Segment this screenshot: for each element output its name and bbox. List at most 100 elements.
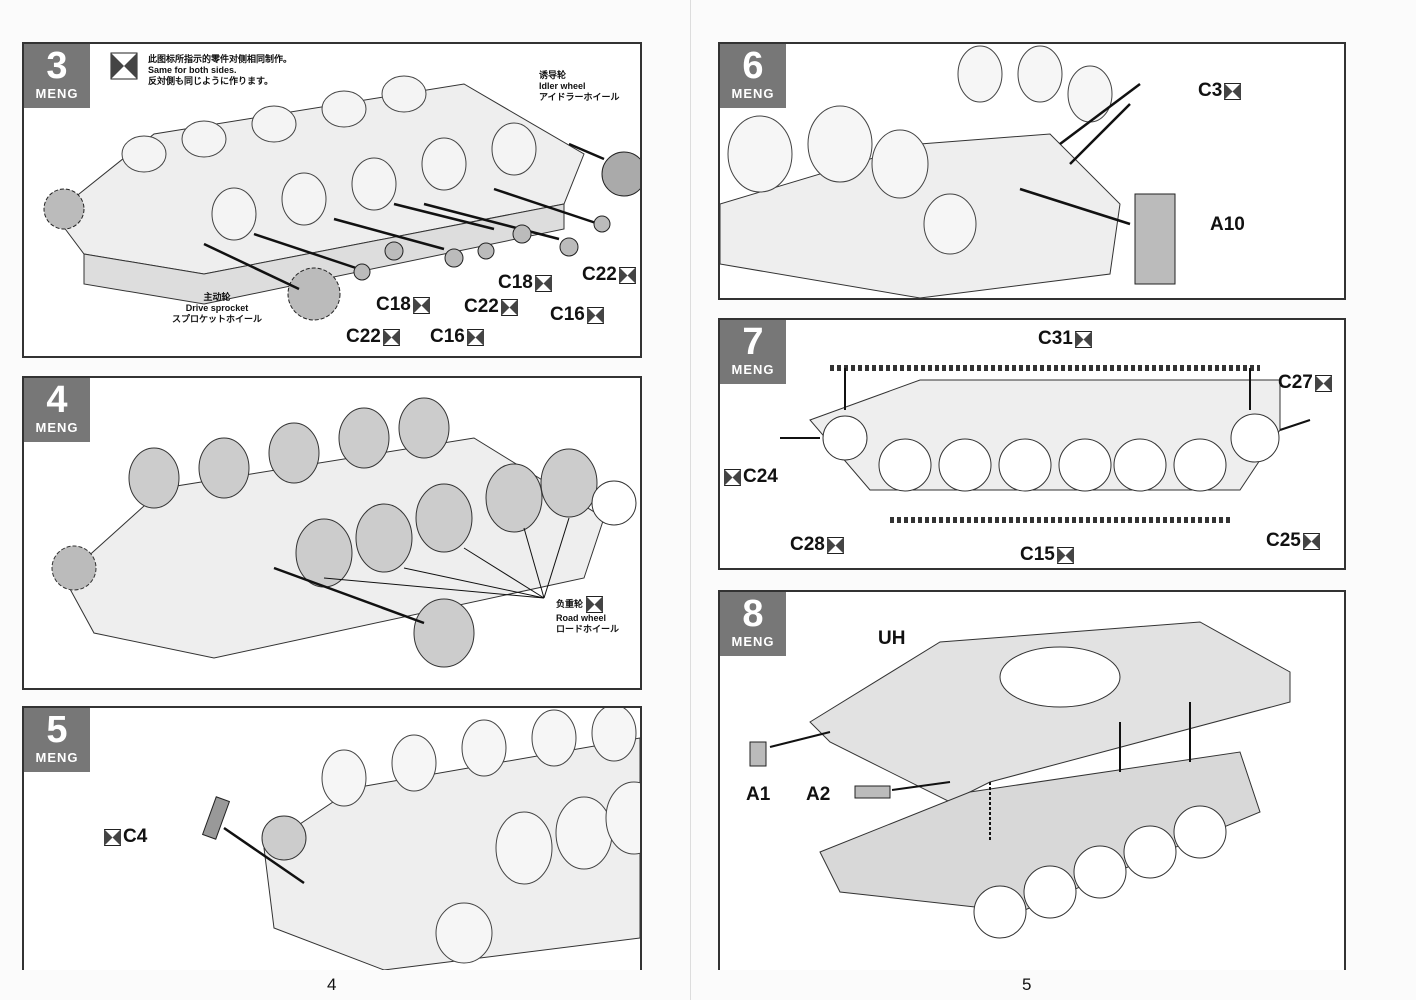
step-number: 8: [742, 593, 764, 635]
both-sides-icon: [586, 596, 604, 613]
part-label: C24: [724, 466, 778, 488]
part-number: C22: [582, 264, 617, 285]
part-label: UH: [878, 628, 905, 650]
hull-drawing: [43, 75, 640, 321]
part-number: C16: [430, 326, 465, 347]
note-zh: 此图标所指示的零件对侧相同制作。: [148, 54, 293, 64]
hull-drawing: [201, 708, 640, 970]
part-number: C22: [464, 296, 499, 317]
both-sides-icon: [586, 306, 604, 324]
both-sides-icon: [382, 328, 400, 346]
brand-logo: MENG: [35, 420, 79, 435]
part-label: C22: [464, 296, 518, 318]
step-number: 7: [742, 321, 764, 363]
hull-drawing: [720, 45, 1176, 298]
step-number: 3: [46, 45, 68, 87]
sprocket-en: Drive sprocket: [185, 303, 249, 313]
part-number: A2: [806, 784, 831, 805]
note-ja: 反対側も同じように作ります。: [148, 76, 274, 86]
part-label: C4: [104, 826, 147, 848]
part-number: C24: [743, 466, 778, 487]
both-sides-icon: [1302, 532, 1320, 550]
part-number: C16: [550, 304, 585, 325]
part-label: C16: [430, 326, 484, 348]
both-sides-icon: [826, 536, 844, 554]
part-label: C31: [1038, 328, 1092, 350]
part-label: A2: [806, 784, 830, 806]
roadwheel-zh: 负重轮: [556, 599, 584, 609]
both-sides-icon: [724, 468, 741, 486]
step-number: 5: [46, 709, 68, 751]
tank-drawing: [749, 621, 1291, 939]
part-number: C15: [1020, 544, 1055, 565]
part-label: C25: [1266, 530, 1320, 552]
part-number: C18: [498, 272, 533, 293]
part-label: C28: [790, 534, 844, 556]
part-label: C22: [346, 326, 400, 348]
roadwheel-ja: ロードホイール: [556, 624, 620, 634]
part-number: A10: [1210, 214, 1245, 235]
brand-logo: MENG: [731, 86, 775, 101]
sprocket-zh: 主动轮: [203, 292, 231, 302]
brand-logo: MENG: [35, 86, 79, 101]
part-number: A1: [746, 784, 771, 805]
hull-drawing: [51, 397, 637, 668]
part-label: C18: [376, 294, 430, 316]
part-number: C25: [1266, 530, 1301, 551]
both-sides-icon: [466, 328, 484, 346]
both-sides-icon: [110, 52, 138, 80]
idler-en: Idler wheel: [539, 81, 586, 91]
page-number-right: 5: [1022, 975, 1032, 994]
idler-zh: 诱导轮: [539, 70, 567, 80]
roadwheel-en: Road wheel: [556, 613, 607, 623]
part-label: C15: [1020, 544, 1074, 566]
part-label: C18: [498, 272, 552, 294]
part-number: C3: [1198, 80, 1223, 101]
part-number: C28: [790, 534, 825, 555]
both-sides-icon: [1056, 546, 1074, 564]
part-label: C3: [1198, 80, 1242, 102]
both-sides-icon: [1224, 82, 1242, 100]
part-number: C27: [1278, 372, 1313, 393]
part-label: A10: [1210, 214, 1245, 236]
both-sides-icon: [534, 274, 552, 292]
part-number: C22: [346, 326, 381, 347]
brand-logo: MENG: [35, 750, 79, 765]
both-sides-icon: [1074, 330, 1092, 348]
note-en: Same for both sides.: [148, 65, 237, 75]
page-fold: [690, 0, 691, 1000]
part-label: C27: [1278, 372, 1332, 394]
same-both-sides-note: 此图标所指示的零件对侧相同制作。Same for both sides.反対側も…: [148, 54, 292, 87]
part-label: C22: [582, 264, 636, 286]
both-sides-icon: [1314, 374, 1332, 392]
part-number: C18: [376, 294, 411, 315]
part-number: C4: [123, 826, 148, 847]
sprocket-ja: スプロケットホイール: [172, 314, 263, 324]
idler-ja: アイドラーホイール: [539, 92, 620, 102]
part-label: A1: [746, 784, 770, 806]
step-number: 4: [46, 379, 68, 421]
brand-logo: MENG: [731, 634, 775, 649]
both-sides-icon: [500, 298, 518, 316]
both-sides-icon: [618, 266, 636, 284]
step-number: 6: [742, 45, 764, 87]
track-drawing: [780, 365, 1311, 523]
part-label: C16: [550, 304, 604, 326]
both-sides-icon: [104, 828, 121, 846]
both-sides-icon: [412, 296, 430, 314]
